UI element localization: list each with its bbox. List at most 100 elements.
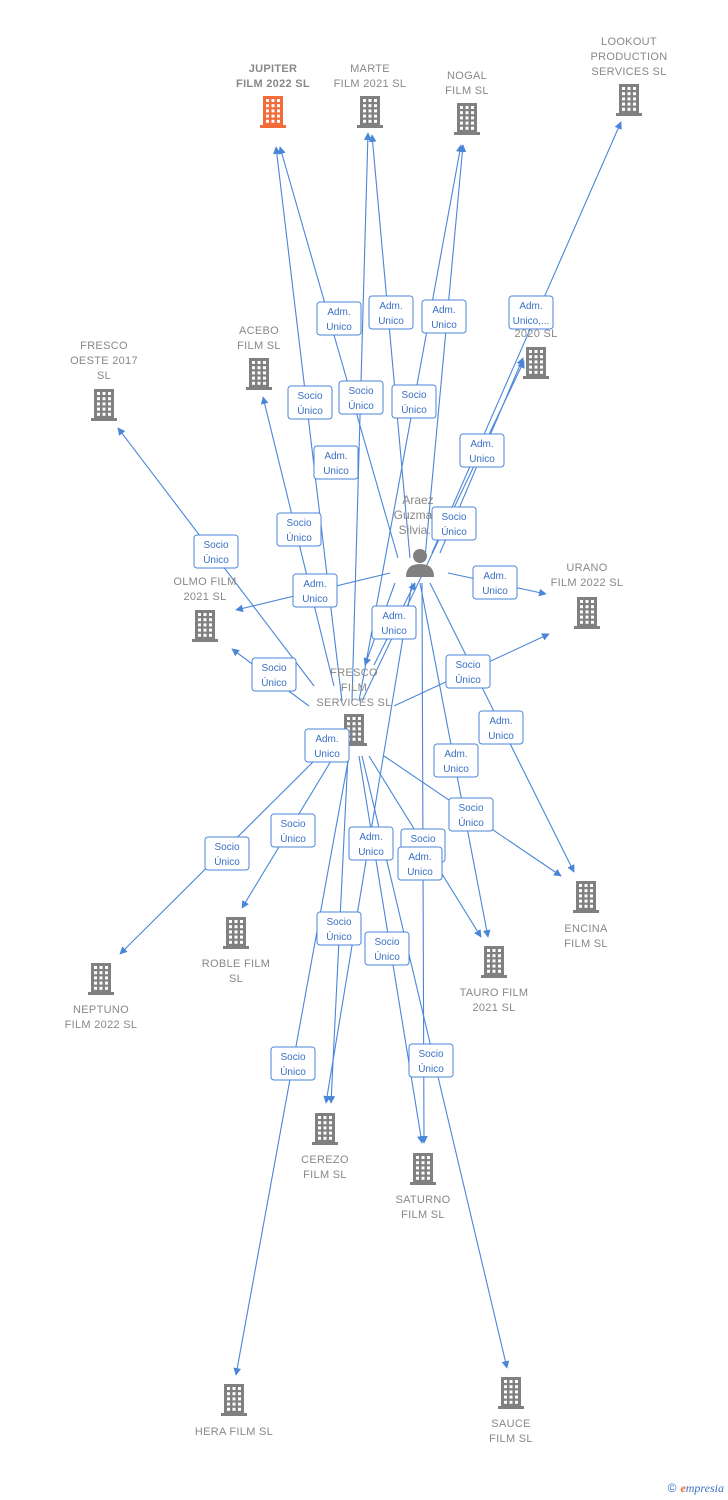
svg-text:Unico: Unico — [488, 731, 514, 742]
sauce-label[interactable]: FILM SL — [489, 1433, 533, 1445]
sauce-building-icon[interactable] — [498, 1377, 524, 1409]
nogal-label[interactable]: NOGAL — [447, 70, 487, 82]
relation-label-box[interactable]: Adm.Unico — [397, 846, 443, 881]
olmo-label[interactable]: 2021 SL — [183, 591, 226, 603]
person-name-label[interactable]: Guzma... — [394, 508, 443, 522]
svg-text:Único: Único — [297, 404, 323, 417]
encina-building-icon[interactable] — [573, 881, 599, 913]
jupiter-building-icon[interactable] — [260, 96, 286, 128]
acebo-label[interactable]: FILM SL — [237, 340, 281, 352]
relation-label-box[interactable]: Adm.Unico — [304, 728, 350, 763]
neptuno-building-icon[interactable] — [88, 963, 114, 995]
svg-text:Único: Único — [214, 855, 240, 868]
fresco-oeste-building-icon[interactable] — [91, 389, 117, 421]
nogal-label[interactable]: FILM SL — [445, 85, 489, 97]
relations-layer: Adm.UnicoAdm.UnicoAdm.UnicoAdm.Unico,...… — [193, 295, 554, 1081]
fresco-film-label[interactable]: FILM — [341, 682, 367, 694]
hera-building-icon[interactable] — [221, 1384, 247, 1416]
fresco-oeste-label[interactable]: SL — [97, 370, 111, 382]
urano-label[interactable]: FILM 2022 SL — [551, 577, 624, 589]
lookout-building-icon[interactable] — [616, 84, 642, 116]
encina-label[interactable]: FILM SL — [564, 938, 608, 950]
svg-text:Único: Único — [401, 403, 427, 416]
fresco-film-label[interactable]: FRESCO — [330, 667, 378, 679]
marte-label[interactable]: MARTE — [350, 63, 390, 75]
person-node[interactable]: AraezGuzma...Silvia... — [394, 493, 443, 577]
acebo-building-icon[interactable] — [246, 358, 272, 390]
person-name-label[interactable]: Araez — [402, 493, 433, 507]
cerezo-label[interactable]: FILM SL — [303, 1169, 347, 1181]
urano-label[interactable]: URANO — [566, 562, 607, 574]
relation-label-box[interactable]: Adm.Unico — [433, 743, 479, 778]
hera-label[interactable]: HERA FILM SL — [195, 1426, 273, 1438]
relation-label-box[interactable]: Adm.Unico — [472, 565, 518, 600]
jupiter-label[interactable]: JUPITER — [249, 63, 298, 75]
saturno-label[interactable]: SATURNO — [395, 1194, 450, 1206]
lookout-label[interactable]: LOOKOUT — [601, 36, 657, 48]
saturno-label[interactable]: FILM SL — [401, 1209, 445, 1221]
hidden2020-label[interactable]: 2020 SL — [514, 328, 557, 340]
nogal-building-icon[interactable] — [454, 103, 480, 135]
relation-label-box[interactable]: Adm.Unico,... — [508, 295, 554, 330]
neptuno-label[interactable]: FILM 2022 SL — [65, 1019, 138, 1031]
relation-label-box[interactable]: Adm.Unico — [313, 445, 359, 480]
saturno-building-icon[interactable] — [410, 1153, 436, 1185]
svg-text:Adm.: Adm. — [519, 301, 542, 312]
person-name-label[interactable]: Silvia... — [399, 523, 438, 537]
relation-label-box[interactable]: Adm.Unico — [316, 301, 362, 336]
neptuno-label[interactable]: NEPTUNO — [73, 1004, 129, 1016]
acebo-label[interactable]: ACEBO — [239, 325, 279, 337]
tauro-label[interactable]: 2021 SL — [472, 1002, 515, 1014]
person-icon[interactable] — [406, 549, 434, 577]
jupiter-label[interactable]: FILM 2022 SL — [236, 78, 310, 90]
svg-text:Socio: Socio — [297, 391, 322, 402]
roble-label[interactable]: ROBLE FILM — [202, 958, 270, 970]
svg-text:Socio: Socio — [458, 803, 483, 814]
sauce-label[interactable]: SAUCE — [491, 1418, 530, 1430]
fresco-oeste-label[interactable]: FRESCO — [80, 340, 128, 352]
lookout-label[interactable]: PRODUCTION — [591, 51, 668, 63]
relation-label-box[interactable]: Adm.Unico — [368, 295, 414, 330]
hidden2020-building-icon[interactable] — [523, 347, 549, 379]
relation-label-box[interactable]: Adm.Unico — [459, 433, 505, 468]
svg-text:Socio: Socio — [214, 842, 239, 853]
fresco-oeste-label[interactable]: OESTE 2017 — [70, 355, 138, 367]
urano-building-icon[interactable] — [574, 597, 600, 629]
olmo-building-icon[interactable] — [192, 610, 218, 642]
tauro-label[interactable]: TAURO FILM — [460, 987, 529, 999]
tauro-building-icon[interactable] — [481, 946, 507, 978]
marte-label[interactable]: FILM 2021 SL — [334, 78, 407, 90]
relation-label-box[interactable]: Adm.Unico — [478, 710, 524, 745]
relation-label-box[interactable]: Adm.Unico — [292, 573, 338, 608]
roble-label[interactable]: SL — [229, 973, 243, 985]
svg-text:Adm.: Adm. — [327, 307, 350, 318]
cerezo-building-icon[interactable] — [312, 1113, 338, 1145]
svg-text:Adm.: Adm. — [483, 571, 506, 582]
encina-label[interactable]: ENCINA — [564, 923, 608, 935]
cerezo-label[interactable]: CEREZO — [301, 1154, 349, 1166]
relation-label-box[interactable]: Adm.Unico — [421, 299, 467, 334]
roble-building-icon[interactable] — [223, 917, 249, 949]
relation-label-box[interactable]: Adm.Unico — [371, 605, 417, 640]
marte-building-icon[interactable] — [357, 96, 383, 128]
lookout-label[interactable]: SERVICES SL — [591, 66, 666, 78]
fresco-film-label[interactable]: SERVICES SL — [316, 697, 391, 709]
footer-brand[interactable]: ©empresia — [668, 1481, 724, 1496]
relation-label-box[interactable]: Adm.Unico — [348, 826, 394, 861]
olmo-label[interactable]: OLMO FILM — [173, 576, 236, 588]
